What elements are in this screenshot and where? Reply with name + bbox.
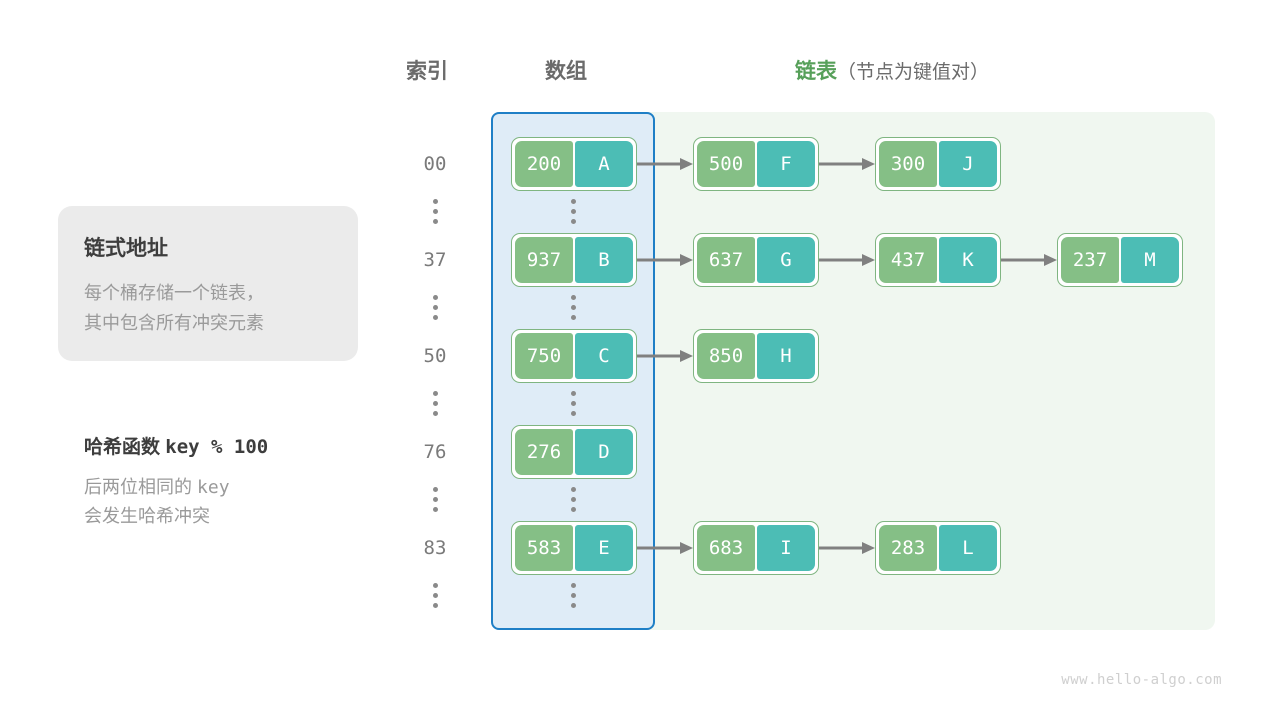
node-key: 276 [515,429,573,475]
node-key: 637 [697,237,755,283]
node-key: 937 [515,237,573,283]
column-header-linkedlist-note: （节点为键值对） [837,62,990,83]
node-value: E [575,525,633,571]
column-header-index-label: 索引 [406,60,448,83]
bucket-index-50: 50 [423,345,447,367]
column-header-array: 数组 [545,55,587,85]
node-key: 283 [879,525,937,571]
hash-note-line-1-text: 后两位相同的 [84,477,192,497]
array-ellipsis [568,391,578,416]
next-pointer-arrow [637,233,693,287]
column-header-linkedlist-label: 链表 [795,60,837,83]
array-ellipsis [568,199,578,224]
index-ellipsis [430,391,440,416]
index-ellipsis [430,583,440,608]
hash-function-note: 哈希函数 key % 100 后两位相同的 key 会发生哈希冲突 [84,432,384,531]
hash-function-expression: key % 100 [165,436,269,458]
index-ellipsis [430,487,440,512]
node-value: B [575,237,633,283]
bucket-index-76: 76 [423,441,447,463]
node-key: 500 [697,141,755,187]
column-header-linkedlist: 链表（节点为键值对） [795,55,989,85]
node-value: J [939,141,997,187]
node-key: 237 [1061,237,1119,283]
column-header-index: 索引 [406,55,448,85]
hash-function-title: 哈希函数 key % 100 [84,432,384,459]
next-pointer-arrow [637,137,693,191]
bucket-index-83: 83 [423,537,447,559]
column-header-array-label: 数组 [545,60,587,83]
info-card-line-2: 其中包含所有冲突元素 [84,313,264,333]
next-pointer-arrow [819,137,875,191]
info-card-title: 链式地址 [84,237,168,260]
node-key: 200 [515,141,573,187]
hash-note-line-2: 会发生哈希冲突 [84,506,210,526]
array-ellipsis [568,487,578,512]
node-value: I [757,525,815,571]
info-card-line-1: 每个桶存储一个链表， [84,283,264,303]
node-value: K [939,237,997,283]
watermark: www.hello-algo.com [1061,672,1222,688]
node-value: C [575,333,633,379]
bucket-index-37: 37 [423,249,447,271]
node-value: H [757,333,815,379]
node-value: D [575,429,633,475]
index-ellipsis [430,295,440,320]
node-value: A [575,141,633,187]
next-pointer-arrow [1001,233,1057,287]
next-pointer-arrow [819,233,875,287]
next-pointer-arrow [637,521,693,575]
node-value: M [1121,237,1179,283]
node-value: F [757,141,815,187]
node-value: G [757,237,815,283]
node-key: 437 [879,237,937,283]
hash-function-label: 哈希函数 [84,437,161,458]
node-value: L [939,525,997,571]
node-key: 850 [697,333,755,379]
bucket-index-00: 00 [423,153,447,175]
next-pointer-arrow [637,329,693,383]
array-ellipsis [568,583,578,608]
node-key: 583 [515,525,573,571]
node-key: 683 [697,525,755,571]
hash-note-line-1: 后两位相同的 key [84,473,384,502]
node-key: 750 [515,333,573,379]
node-key: 300 [879,141,937,187]
array-ellipsis [568,295,578,320]
index-ellipsis [430,199,440,224]
hash-note-line-1-mono: key [197,477,230,498]
next-pointer-arrow [819,521,875,575]
info-card: 链式地址 每个桶存储一个链表， 其中包含所有冲突元素 [58,206,358,361]
